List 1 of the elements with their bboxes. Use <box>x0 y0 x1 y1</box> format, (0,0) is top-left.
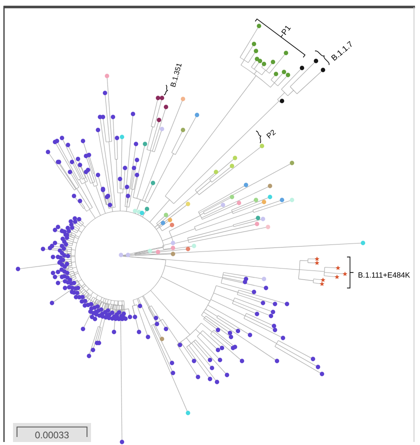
scale-bar: 0.00033 <box>13 423 91 442</box>
